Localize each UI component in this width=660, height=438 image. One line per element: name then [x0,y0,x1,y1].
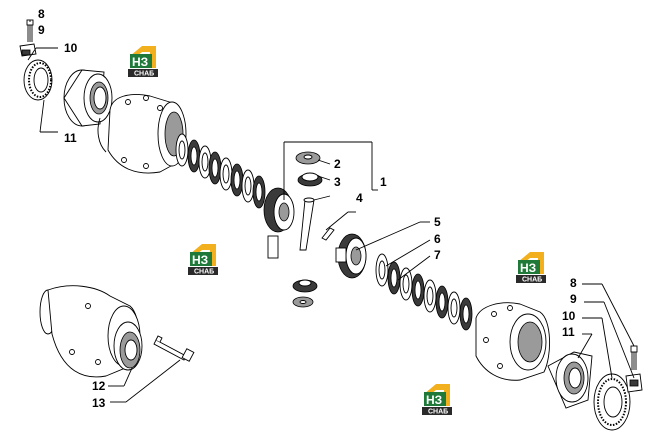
svg-text:НЗ: НЗ [192,253,208,267]
svg-text:СНАБ: СНАБ [428,409,448,416]
pinion-gear-lower [292,279,318,308]
bolt-left-8 [26,19,34,42]
callout-6: 6 [434,232,441,246]
logo-bottom: НЗ СНАБ [422,384,452,416]
logo-top-left [128,46,158,78]
bolt-12-13 [153,335,195,362]
svg-text:НЗ: НЗ [426,393,442,407]
svg-text:СНАБ: СНАБ [522,277,542,284]
svg-text:СНАБ: СНАБ [194,269,214,276]
callout-5: 5 [434,215,441,229]
callout-11-right: 11 [562,325,575,339]
leader-lines [27,20,635,403]
callout-7: 7 [434,248,441,262]
clutch-pack-upper [175,133,266,209]
callout-1: 1 [380,175,387,189]
differential-case-left [97,94,187,174]
callout-8-left: 8 [38,7,45,21]
cross-shaft [299,197,315,251]
lock-tab-right-9 [625,373,643,393]
assembled-differential [39,285,143,378]
thrust-washer-2 [295,151,321,165]
callout-4: 4 [356,191,363,205]
bearing-ring-right-10 [593,373,631,431]
callout-9-right: 9 [570,292,577,306]
callout-13: 13 [92,396,106,410]
side-gear-lower [335,233,367,279]
callout-9-left: 9 [38,23,45,37]
svg-text:НЗ: НЗ [520,261,536,275]
callout-2: 2 [334,157,341,171]
callout-3: 3 [334,175,341,189]
bearing-ring-left-10 [23,59,53,101]
lock-tab-left-9 [19,43,37,57]
callout-12: 12 [92,379,106,393]
callout-labels: 8 9 10 11 2 3 1 4 5 6 7 8 9 10 11 12 13 [38,7,577,410]
differential-case-right [475,302,551,381]
pin-4 [321,227,335,241]
clutch-pack-lower [375,253,473,331]
side-gear-upper [263,187,295,259]
bearing-left-11 [63,69,113,127]
bearing-right-11 [547,351,593,409]
callout-11-left: 11 [64,131,77,145]
callout-10-left: 10 [64,41,78,55]
pinion-gear-3 [297,172,323,187]
logo-middle-left: НЗ СНАБ [188,244,218,276]
callout-8-right: 8 [570,276,577,290]
bolt-right-8 [630,345,638,370]
callout-10-right: 10 [562,309,576,323]
logo-right: НЗ СНАБ [516,252,546,284]
